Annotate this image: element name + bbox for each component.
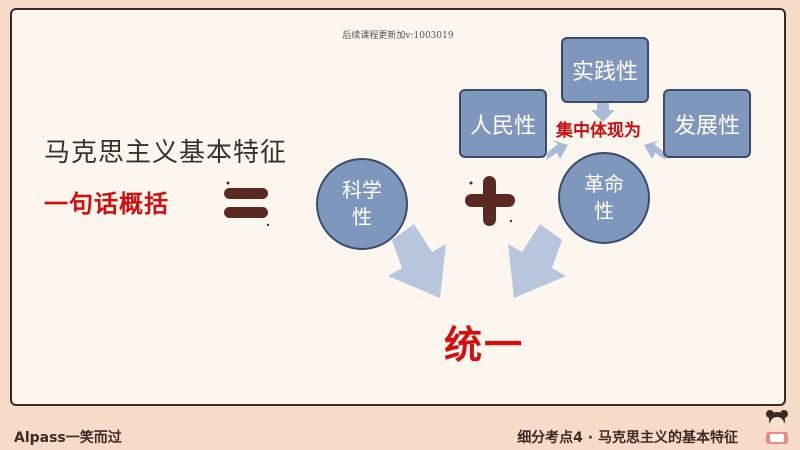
arrow-down-icon (546, 103, 666, 160)
footer-brand: Alpass一笑而过 (14, 430, 122, 446)
avatar-girl-icon (766, 410, 788, 444)
development-box: 发展性 (663, 89, 751, 158)
footer-topic: 细分考点4 · 马克思主义的基本特征 (517, 430, 738, 446)
practice-box: 实践性 (561, 37, 649, 103)
plus-icon (465, 176, 515, 226)
scientific-label-1: 科学 (342, 178, 382, 202)
summary-heading: 一句话概括 (44, 190, 169, 218)
revolutionary-node: 革命 性 (558, 152, 650, 244)
watermark-text: 后续课程更新加v:1003019 (342, 31, 454, 41)
scientific-label-2: 性 (352, 205, 372, 229)
people-box: 人民性 (459, 89, 547, 158)
revolutionary-label-2: 性 (594, 199, 614, 223)
arrow-down-icon (388, 224, 566, 298)
equals-icon (224, 181, 270, 227)
page-title: 马克思主义基本特征 (44, 138, 288, 168)
scientific-node: 科学 性 (316, 158, 408, 250)
concentrate-label: 集中体现为 (556, 121, 641, 141)
revolutionary-label-1: 革命 (584, 172, 624, 196)
unity-label: 统一 (444, 323, 525, 367)
